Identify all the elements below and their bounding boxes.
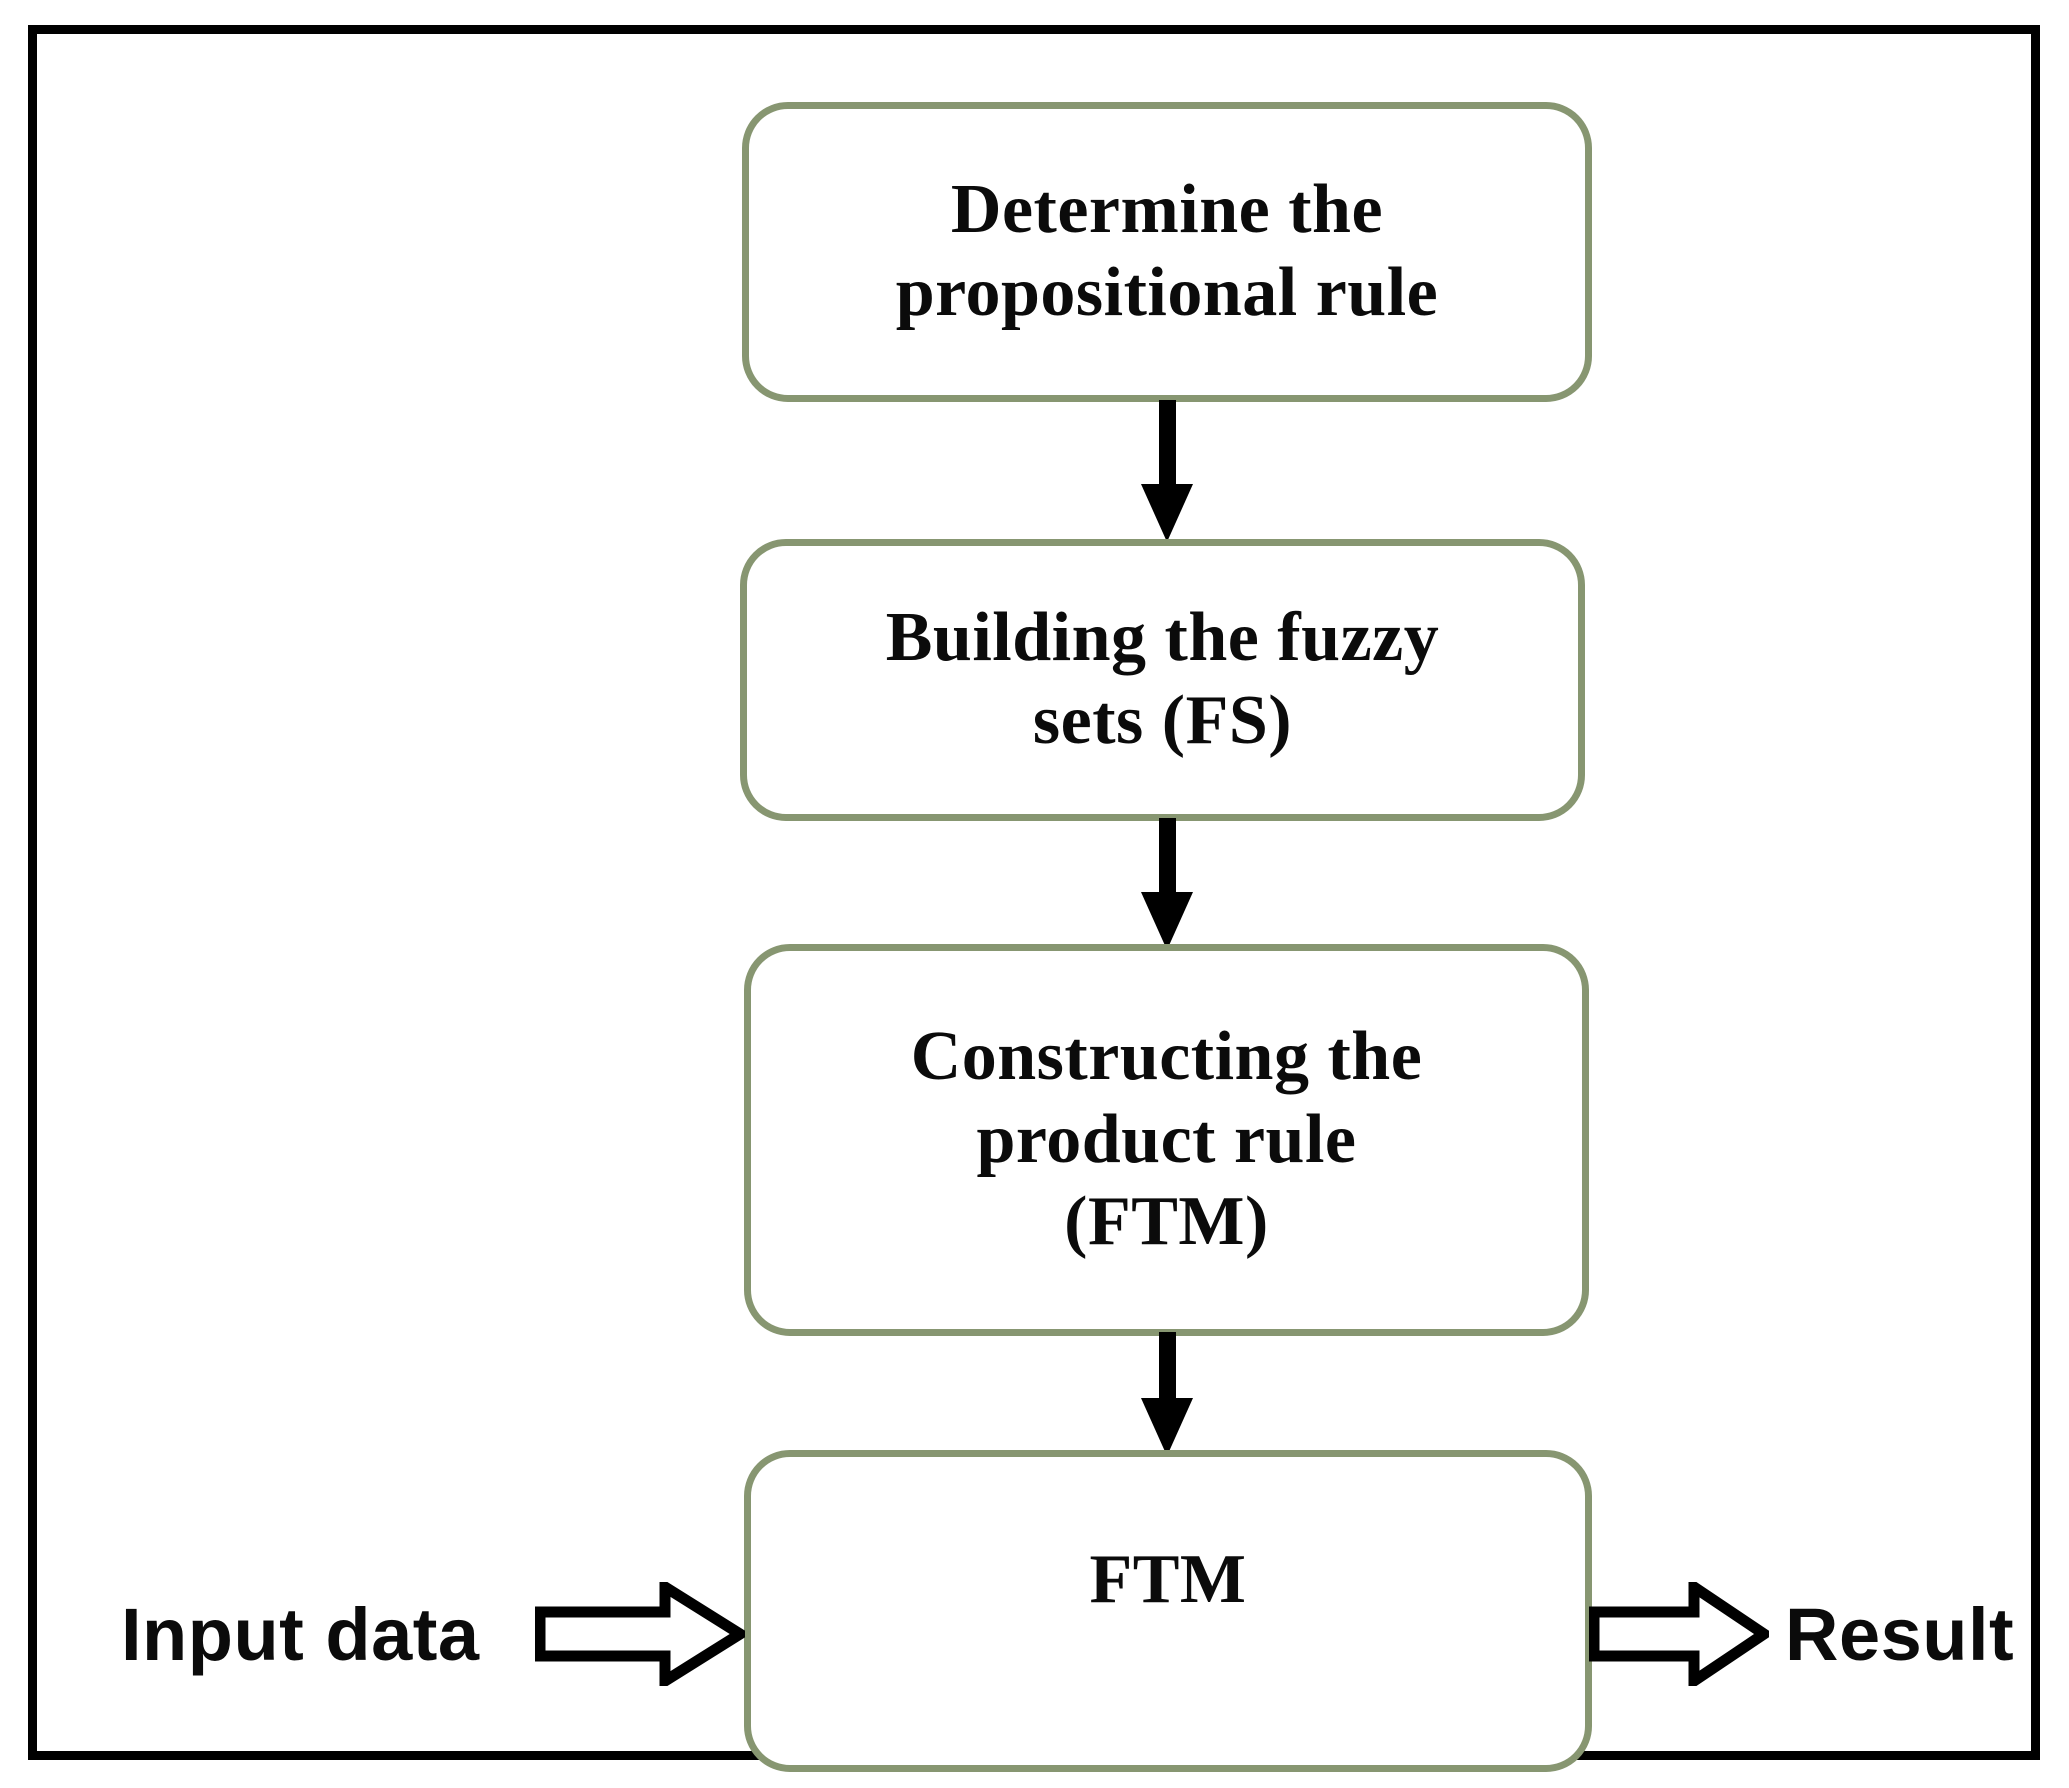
result-label: Result bbox=[1785, 1593, 2015, 1676]
arrow-stem bbox=[1159, 1332, 1176, 1402]
hollow-right-arrow-icon-result bbox=[1589, 1582, 1769, 1686]
process-box-ftm[interactable]: FTM bbox=[744, 1450, 1592, 1772]
arrow-head bbox=[1141, 484, 1193, 542]
down-arrow-icon-step1-to-step2 bbox=[1137, 400, 1197, 542]
process-box-constructing-product-rule[interactable]: Constructing the product rule (FTM) bbox=[744, 944, 1589, 1336]
arrow-head bbox=[1141, 1398, 1193, 1456]
process-box-label: FTM bbox=[1089, 1541, 1247, 1618]
diagram-frame: Determine the propositional rule Buildin… bbox=[28, 25, 2040, 1772]
arrow-head bbox=[1141, 892, 1193, 950]
hollow-right-arrow-icon-input bbox=[535, 1582, 745, 1686]
process-box-label: Determine the propositional rule bbox=[895, 171, 1439, 331]
down-arrow-icon-step3-to-step4 bbox=[1137, 1332, 1197, 1456]
process-box-label: Constructing the product rule (FTM) bbox=[910, 1018, 1423, 1261]
process-box-building-fuzzy-sets[interactable]: Building the fuzzy sets (FS) bbox=[740, 539, 1585, 821]
process-box-label: Building the fuzzy sets (FS) bbox=[885, 599, 1440, 759]
arrow-stem bbox=[1159, 400, 1176, 488]
down-arrow-icon-step2-to-step3 bbox=[1137, 818, 1197, 950]
input-data-label: Input data bbox=[121, 1593, 480, 1676]
arrow-stem bbox=[1159, 818, 1176, 896]
process-box-determine-propositional-rule[interactable]: Determine the propositional rule bbox=[742, 102, 1592, 402]
